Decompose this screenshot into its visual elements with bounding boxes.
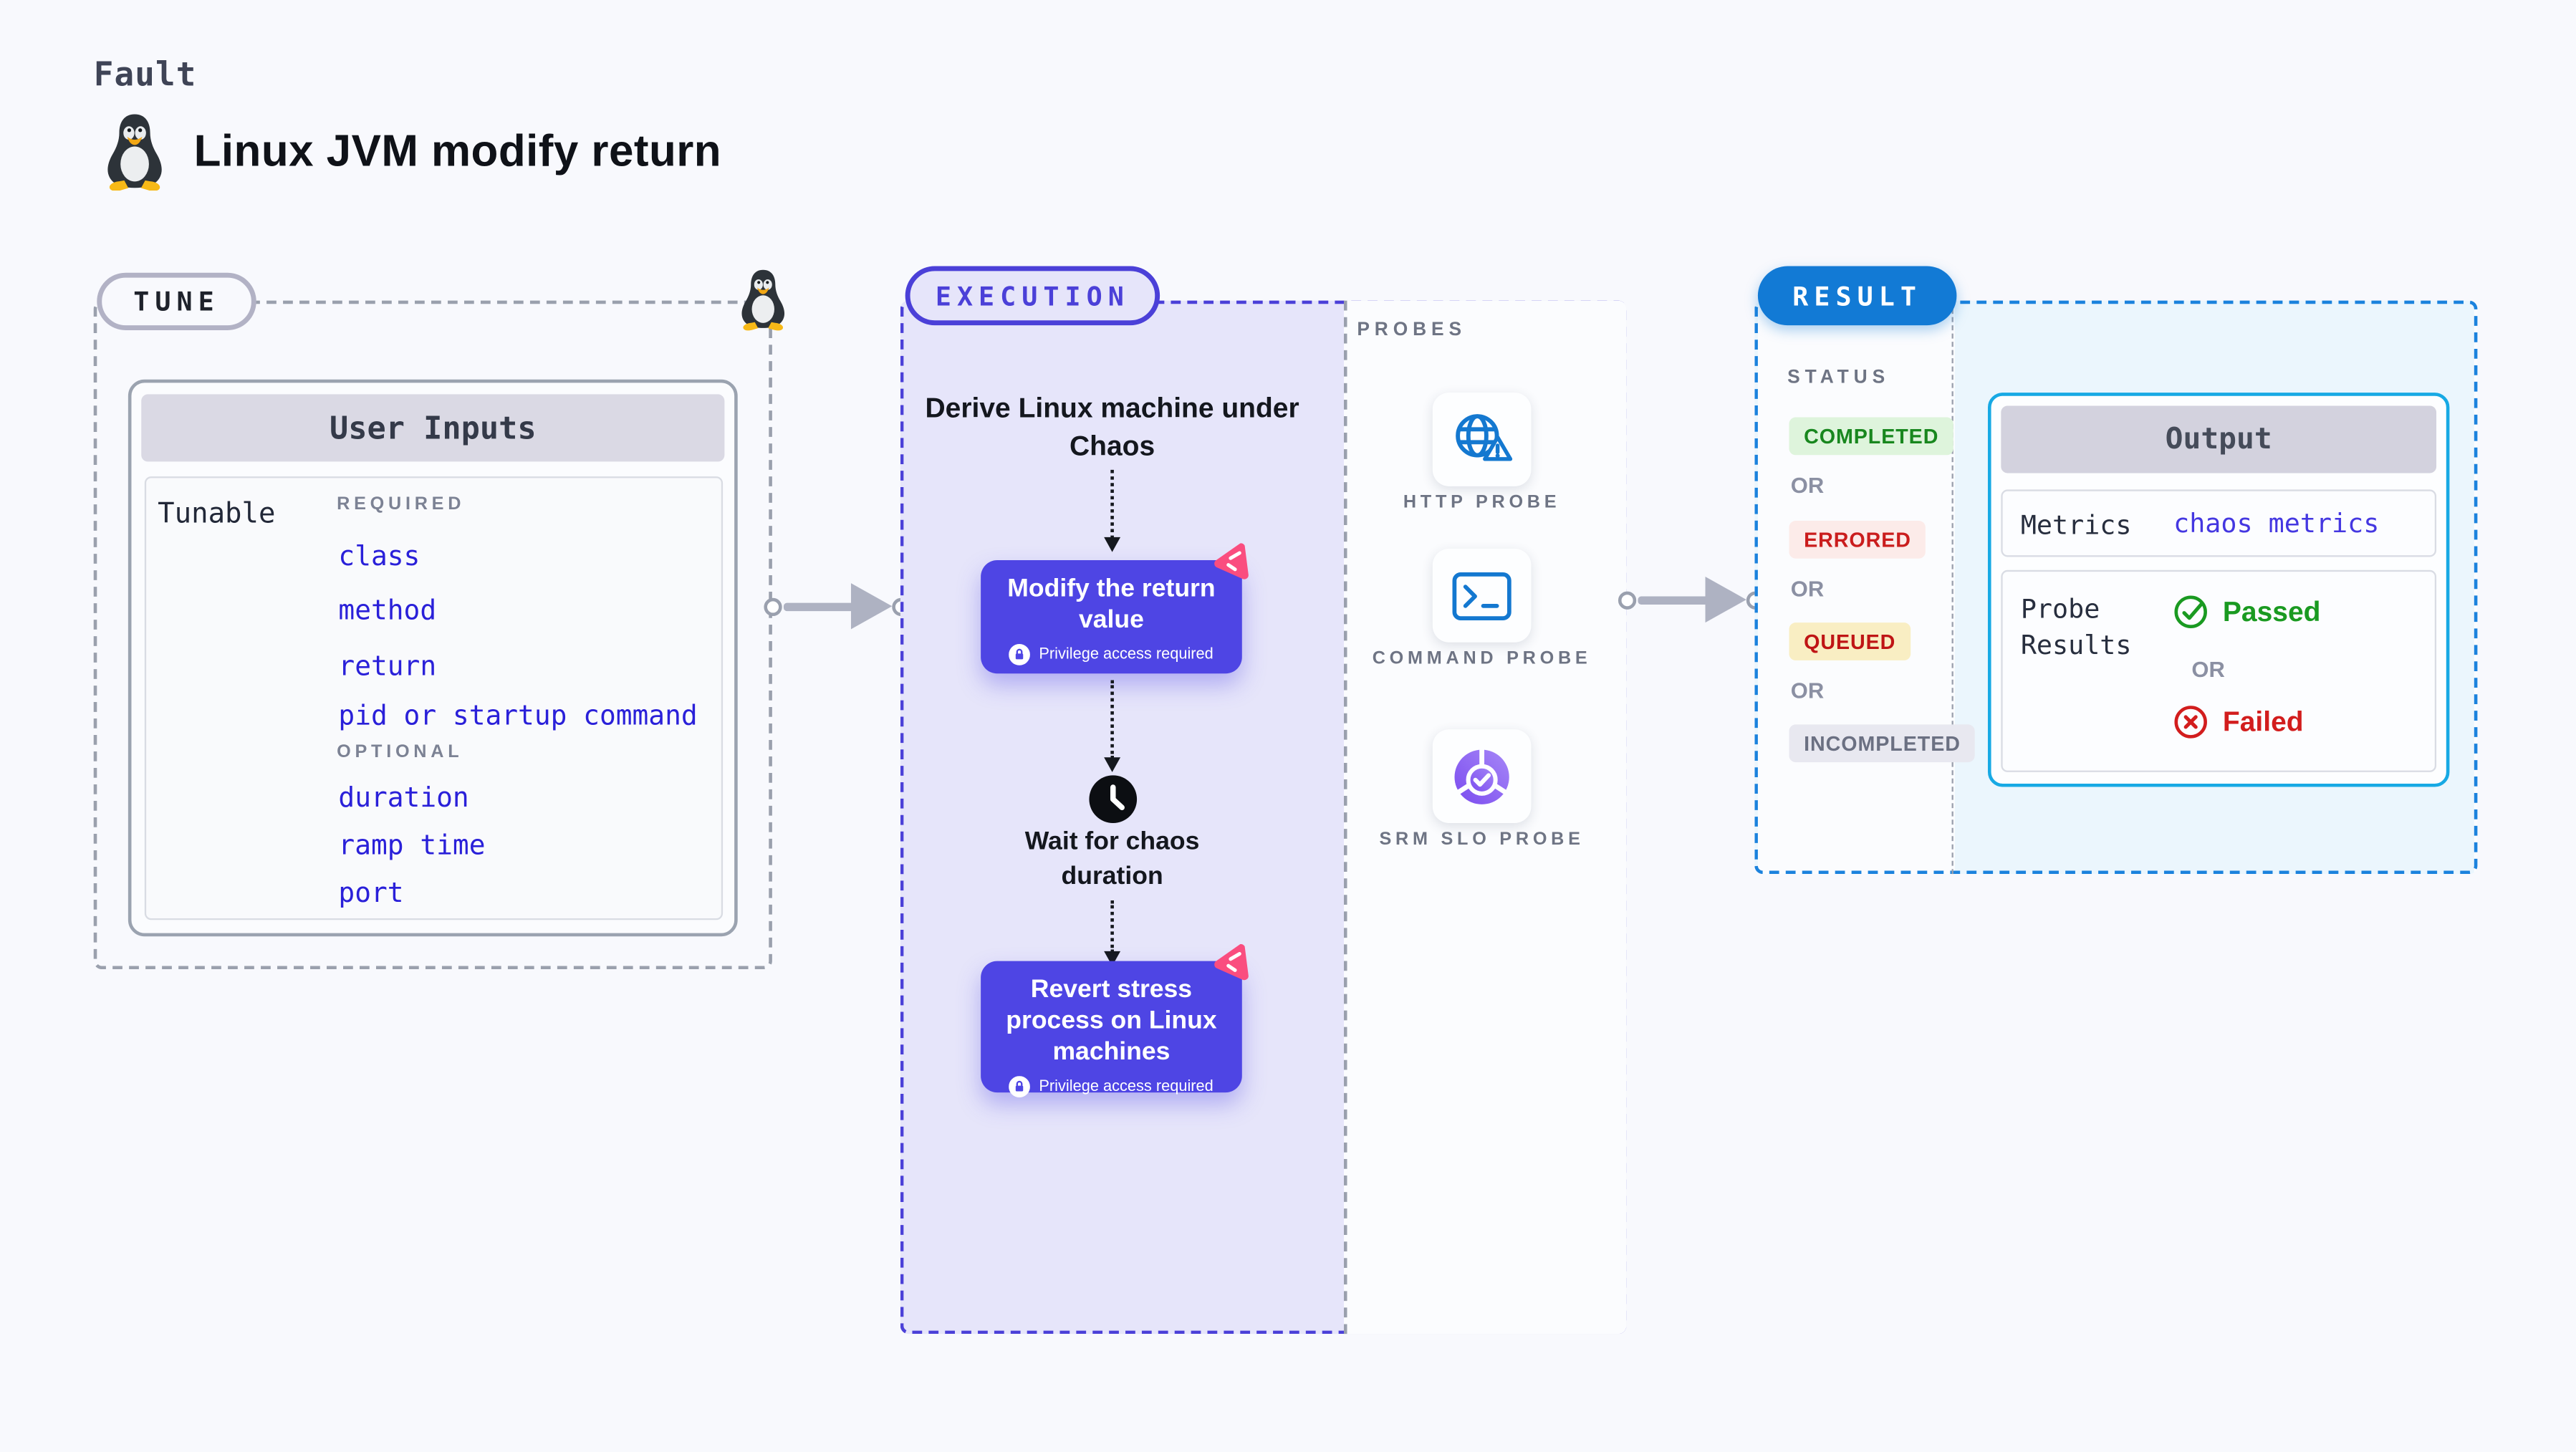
required-group-label: REQUIRED <box>337 494 466 514</box>
param-method[interactable]: method <box>338 595 437 626</box>
page-title: Linux JVM modify return <box>193 126 722 176</box>
http-probe-label: HTTP PROBE <box>1403 493 1561 513</box>
flow-arrow-down <box>1102 469 1120 552</box>
fault-kicker: Fault <box>93 54 197 94</box>
metrics-value[interactable]: chaos metrics <box>2173 507 2380 539</box>
chaos-fault-icon <box>1214 943 1249 981</box>
probe-failed-state: Failed <box>2172 703 2304 741</box>
param-duration[interactable]: duration <box>338 782 469 814</box>
or-separator: OR <box>1790 678 1825 703</box>
user-inputs-body <box>144 476 724 920</box>
tune-pill: TUNE <box>97 272 256 330</box>
modify-return-step[interactable]: Modify the return value Privilege access… <box>981 560 1242 674</box>
tux-penguin-icon <box>107 114 162 191</box>
tux-penguin-icon <box>741 269 785 331</box>
result-pill: RESULT <box>1757 266 1957 326</box>
optional-group-label: OPTIONAL <box>337 742 463 763</box>
wait-clock-icon <box>1089 775 1138 824</box>
derive-step-text: Derive Linux machine under Chaos <box>925 393 1299 461</box>
param-pid-or-startup-command[interactable]: pid or startup command <box>338 699 698 731</box>
param-port[interactable]: port <box>338 877 404 909</box>
flow-arrow-down <box>1102 900 1120 966</box>
output-header: Output <box>2001 405 2437 473</box>
lock-icon <box>1009 643 1031 665</box>
status-badge-queued: QUEUED <box>1789 622 1911 660</box>
probes-label: PROBES <box>1357 320 1467 340</box>
metrics-row: Metrics chaos metrics <box>2001 489 2437 557</box>
or-separator: OR <box>2191 657 2225 682</box>
x-circle-icon <box>2174 706 2207 739</box>
status-badge-completed: COMPLETED <box>1789 417 1953 456</box>
privilege-note: Privilege access required <box>1039 1077 1213 1096</box>
status-badge-errored: ERRORED <box>1789 520 1926 559</box>
wait-step-text: Wait for chaos duration <box>1024 827 1200 890</box>
modify-return-title: Modify the return value <box>1007 574 1216 635</box>
tune-section <box>93 300 772 970</box>
chaos-fault-icon <box>1214 543 1249 580</box>
status-badge-incompleted: INCOMPLETED <box>1789 724 1976 763</box>
param-ramp-time[interactable]: ramp time <box>338 830 486 861</box>
probe-results-label: Probe Results <box>2020 592 2132 660</box>
param-class[interactable]: class <box>338 540 420 572</box>
revert-stress-title: Revert stress process on Linux machines <box>1006 976 1217 1066</box>
terminal-icon <box>1452 571 1512 620</box>
failed-label: Failed <box>2222 706 2304 737</box>
http-probe-card[interactable] <box>1432 393 1532 486</box>
tunable-label: Tunable <box>158 497 276 531</box>
srm-slo-probe-card[interactable] <box>1432 729 1532 823</box>
check-circle-icon <box>2174 595 2207 629</box>
or-separator: OR <box>1790 473 1825 498</box>
user-inputs-header: User Inputs <box>141 394 725 462</box>
execution-pill: EXECUTION <box>905 266 1160 326</box>
slo-donut-icon <box>1454 747 1509 804</box>
globe-alert-icon <box>1456 413 1513 461</box>
revert-stress-step[interactable]: Revert stress process on Linux machines … <box>981 961 1242 1097</box>
flow-arrow-down <box>1102 680 1120 772</box>
lock-icon <box>1009 1075 1031 1097</box>
srm-slo-probe-label: SRM SLO PROBE <box>1379 830 1585 850</box>
status-label: STATUS <box>1787 367 1890 388</box>
param-return[interactable]: return <box>338 650 437 682</box>
result-divider <box>1951 300 1953 875</box>
command-probe-label: COMMAND PROBE <box>1372 648 1592 669</box>
probe-results-row: Probe Results Passed OR Failed <box>2001 569 2437 772</box>
privilege-note: Privilege access required <box>1039 645 1213 664</box>
command-probe-card[interactable] <box>1432 548 1532 643</box>
probe-passed-state: Passed <box>2172 593 2321 631</box>
or-separator: OR <box>1790 576 1825 602</box>
passed-label: Passed <box>2222 595 2321 627</box>
metrics-label: Metrics <box>2020 509 2132 541</box>
